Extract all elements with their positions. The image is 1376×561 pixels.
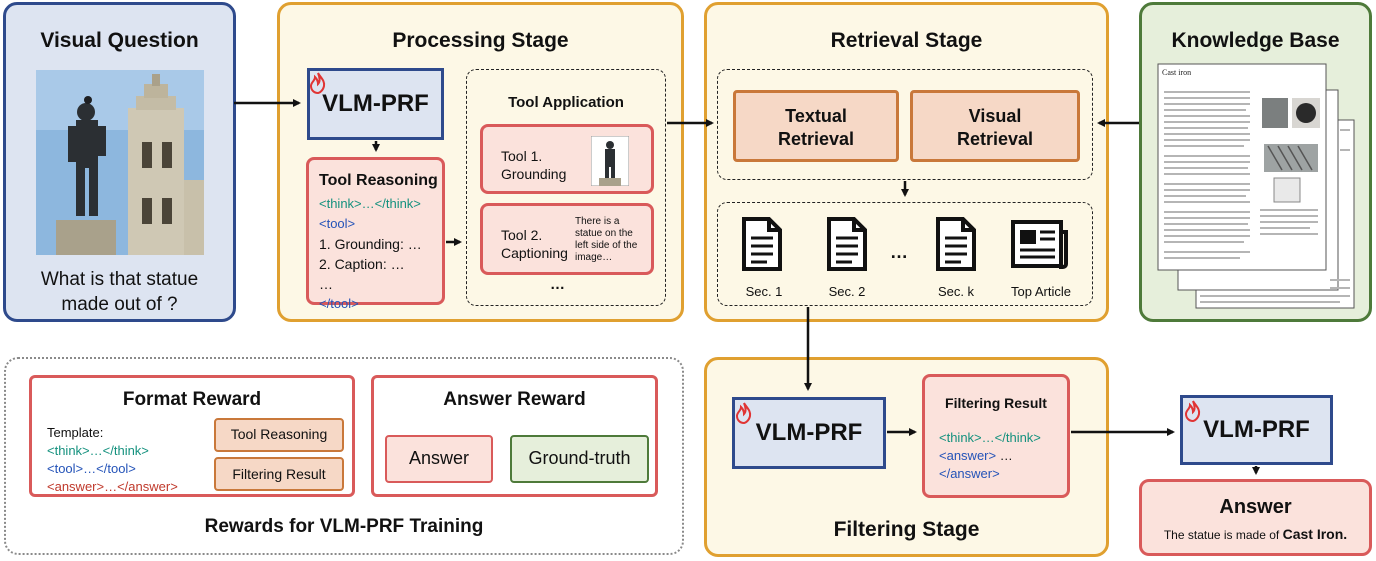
filtering-result-box: Filtering Result <think>…</think> <answe… (922, 374, 1070, 498)
template-label: Template: (47, 425, 104, 440)
retrieval-stage-title: Retrieval Stage (830, 29, 983, 52)
grounding-crop-image (591, 136, 629, 186)
processing-vlm-prf-box: VLM-PRF (307, 68, 444, 140)
tool-application-group: Tool Application (466, 69, 666, 306)
tool-1-grounding-box: Tool 1. Grounding (480, 124, 654, 194)
wiki-article-title: Cast iron (1162, 68, 1192, 77)
tool-application-title: Tool Application (508, 94, 624, 111)
filtering-vlm-prf-box: VLM-PRF (732, 397, 886, 469)
format-template: Template: <think>…</think> <tool>…</tool… (47, 424, 178, 496)
format-reward-box: Format Reward Template: <think>…</think>… (29, 375, 355, 497)
tool-reasoning-think: <think>…</think> (319, 196, 421, 211)
filtering-result-lines: <think>…</think> <answer> … </answer> (939, 429, 1041, 483)
fire-icon (735, 402, 752, 424)
answer-reward-answer-box: Answer (385, 435, 493, 483)
doc-label-top-article: Top Article (1011, 284, 1071, 299)
question-text: What is that statue made out of ? (6, 267, 233, 317)
document-icon (742, 217, 782, 271)
tool-reasoning-box: Tool Reasoning <think>…</think> <tool> 1… (306, 157, 445, 311)
answer-reward-box: Answer Reward Answer Ground-truth (371, 375, 658, 497)
textual-line-1: Textual (785, 106, 847, 126)
format-reward-title: Format Reward (122, 389, 262, 410)
tool-1-label: Tool 1. Grounding (501, 147, 566, 183)
visual-line-1: Visual (968, 106, 1022, 126)
question-line-1: What is that statue (40, 269, 199, 290)
statue-photo (36, 70, 204, 255)
document-icon (936, 217, 976, 271)
template-think: <think>…</think> (47, 443, 149, 458)
doc-label-sec-k: Sec. k (937, 284, 975, 299)
document-icon (827, 217, 867, 271)
knowledge-base-title: Knowledge Base (1171, 29, 1340, 52)
format-tag-filtering-result: Filtering Result (214, 457, 344, 491)
tool-2-captioning-box: Tool 2. Captioning There is a statue on … (480, 203, 654, 275)
vlm-prf-label: VLM-PRF (322, 90, 429, 117)
filtering-answer-dots: … (999, 448, 1013, 463)
visual-question-panel: Visual Question What is that statue made… (3, 2, 236, 322)
answer-reward-title: Answer Reward (443, 389, 586, 410)
tool-2-line-1: Tool 2. (501, 227, 543, 243)
vlm-prf-label: VLM-PRF (1203, 416, 1310, 443)
tool-1-line-2: Grounding (501, 166, 567, 182)
fire-icon (309, 72, 326, 94)
caption-line: image… (575, 252, 613, 263)
caption-line: left side of the (575, 240, 638, 251)
processing-stage-title: Processing Stage (392, 29, 569, 52)
tool-reasoning-tool-close: </tool> (319, 296, 359, 311)
tool-2-line-2: Captioning (501, 245, 568, 261)
filtering-answer-open: <answer> (939, 448, 997, 463)
template-answer: <answer>…</answer> (47, 479, 178, 494)
final-answer-title: Answer (1219, 496, 1292, 518)
tool-reasoning-line-1: 1. Grounding: … (319, 236, 422, 252)
tool-reasoning-dots: … (319, 276, 333, 292)
final-answer-bold: Cast Iron. (1282, 526, 1348, 542)
visual-line-2: Retrieval (956, 129, 1034, 149)
tool-2-caption: There is a statue on the left side of th… (575, 216, 637, 264)
rewards-title: Rewards for VLM-PRF Training (204, 516, 484, 537)
filtering-result-title: Filtering Result (945, 395, 1047, 411)
format-tag-tool-reasoning: Tool Reasoning (214, 418, 344, 452)
vlm-prf-label: VLM-PRF (755, 419, 863, 446)
newspaper-icon (1011, 220, 1068, 269)
final-answer-prefix: The statue is made of (1163, 528, 1283, 542)
filtering-think: <think>…</think> (939, 430, 1041, 445)
answer-reward-ground-truth-box: Ground-truth (510, 435, 649, 483)
textual-retrieval-box: Textual Retrieval (733, 90, 899, 162)
question-line-2: made out of ? (61, 294, 178, 315)
wiki-article-stack (1157, 63, 1355, 309)
tool-reasoning-line-2: 2. Caption: … (319, 256, 405, 272)
final-vlm-prf-box: VLM-PRF (1180, 395, 1333, 465)
final-answer-box: Answer The statue is made of Cast Iron. (1139, 479, 1372, 556)
fire-icon (1184, 400, 1201, 422)
textual-line-2: Retrieval (777, 129, 855, 149)
tool-application-dots: … (550, 276, 565, 293)
retrieval-methods-group (717, 69, 1093, 180)
visual-question-title: Visual Question (40, 29, 199, 52)
template-tool: <tool>…</tool> (47, 461, 136, 476)
doc-label-sec-1: Sec. 1 (745, 284, 783, 299)
tool-reasoning-tool-open: <tool> (319, 216, 356, 231)
visual-retrieval-box: Visual Retrieval (910, 90, 1080, 162)
rewards-panel: Rewards for VLM-PRF Training (4, 357, 684, 555)
filtering-answer-close: </answer> (939, 466, 1000, 481)
caption-line: There is a (575, 216, 620, 227)
tool-1-line-1: Tool 1. (501, 148, 543, 164)
documents-ellipsis: … (890, 242, 908, 262)
final-answer-text: The statue is made of Cast Iron. (1142, 526, 1369, 542)
retrieved-documents-group (717, 202, 1093, 306)
caption-line: statue on the (575, 228, 633, 239)
filtering-stage-title: Filtering Stage (833, 518, 980, 541)
doc-label-sec-2: Sec. 2 (828, 284, 866, 299)
tool-reasoning-title: Tool Reasoning (319, 172, 438, 189)
tool-2-label: Tool 2. Captioning (501, 226, 568, 262)
